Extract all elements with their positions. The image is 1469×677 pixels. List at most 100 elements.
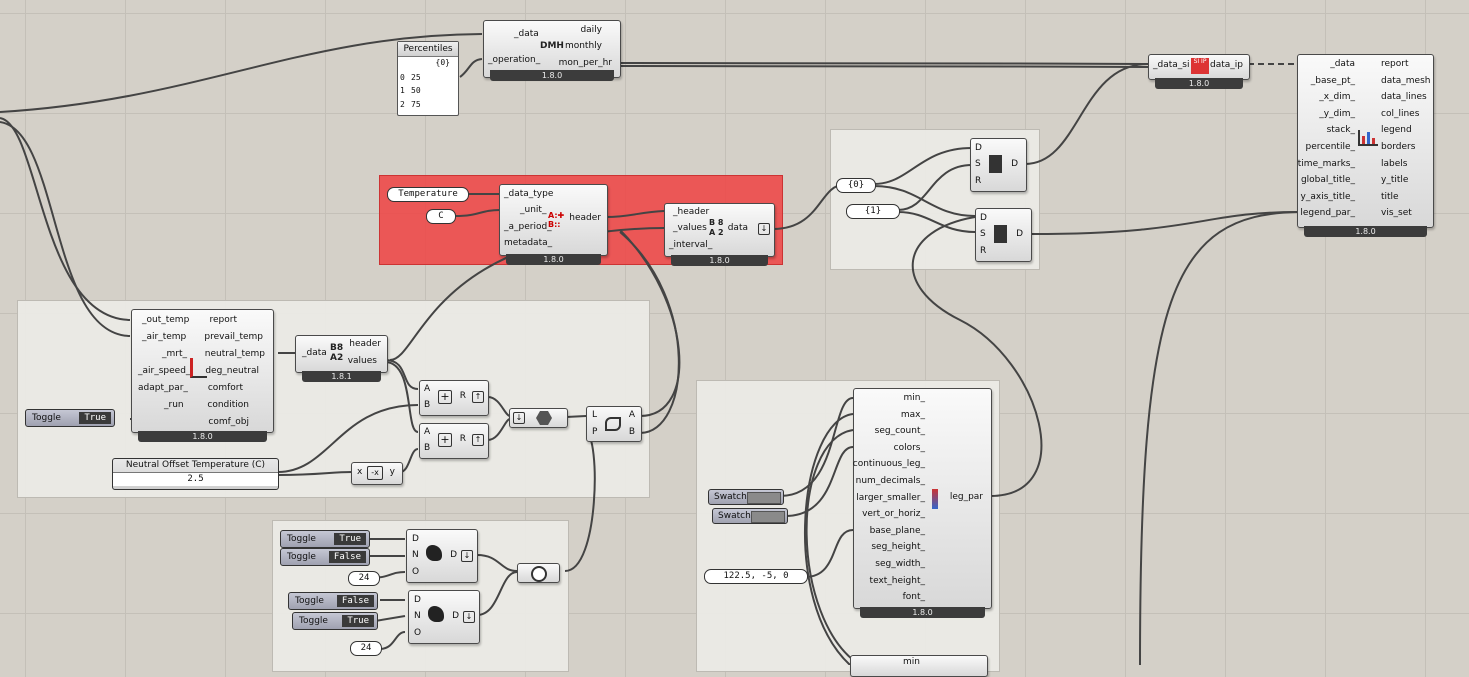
output-r[interactable]: R bbox=[459, 391, 466, 401]
output-d[interactable]: D bbox=[1011, 159, 1018, 169]
input-data[interactable]: _data bbox=[302, 348, 327, 358]
toggle-2[interactable]: Toggle False bbox=[280, 548, 370, 566]
output-report[interactable]: report bbox=[209, 315, 238, 325]
input-pin[interactable]: vert_or_horiz_ bbox=[862, 509, 925, 520]
run-toggle[interactable]: Toggle True bbox=[25, 409, 115, 427]
unit-param[interactable]: C bbox=[426, 209, 456, 224]
input-d[interactable]: D bbox=[414, 595, 421, 605]
output-comfort[interactable]: comfort bbox=[207, 383, 243, 393]
slider-value[interactable]: 2.5 bbox=[113, 473, 278, 486]
input-l[interactable]: L bbox=[592, 410, 598, 420]
input-b[interactable]: B bbox=[424, 443, 431, 453]
merge-component[interactable]: ↓ bbox=[509, 408, 568, 428]
monthly-chart-component[interactable]: 1.8.0 _data_base_pt__x_dim__y_dim_stack_… bbox=[1297, 54, 1434, 237]
input-header[interactable]: _header bbox=[673, 207, 710, 217]
input-pin[interactable]: y_axis_title_ bbox=[1300, 191, 1355, 202]
input-pin[interactable]: seg_width_ bbox=[875, 559, 925, 569]
toggle-1[interactable]: Toggle True bbox=[280, 530, 370, 548]
output-data-ip[interactable]: data_ip bbox=[1210, 60, 1243, 70]
output-pin[interactable]: borders bbox=[1381, 142, 1416, 152]
input-data[interactable]: _data bbox=[514, 29, 539, 39]
input-pin[interactable]: stack_ bbox=[1326, 125, 1355, 136]
output-leg-par[interactable]: leg_par bbox=[949, 492, 983, 502]
output-pin[interactable]: y_title bbox=[1381, 175, 1409, 186]
swatch-color[interactable] bbox=[751, 511, 785, 523]
negative-component[interactable]: x -x y bbox=[351, 462, 403, 485]
base-point-param[interactable]: 122.5, -5, 0 bbox=[704, 569, 808, 584]
output-neutral-temp[interactable]: neutral_temp bbox=[204, 349, 265, 359]
input-pin[interactable]: global_title_ bbox=[1300, 175, 1355, 186]
input-data-si[interactable]: _data_si bbox=[1153, 60, 1190, 70]
output-pin[interactable]: data_lines bbox=[1381, 92, 1427, 103]
input-a[interactable]: A bbox=[424, 427, 431, 437]
input-d[interactable]: D bbox=[980, 213, 987, 223]
toggle-3[interactable]: Toggle False bbox=[288, 592, 378, 610]
input-d[interactable]: D bbox=[975, 143, 982, 153]
addition-2-component[interactable]: A B + R ↑ bbox=[419, 423, 489, 459]
list-item-1-component[interactable]: D S R D bbox=[970, 138, 1027, 192]
input-pin[interactable]: legend_par_ bbox=[1300, 208, 1355, 219]
input-pin[interactable]: font_ bbox=[902, 592, 925, 603]
output-pin[interactable]: title bbox=[1381, 191, 1399, 202]
toggle-value[interactable]: True bbox=[342, 615, 374, 627]
weave-component[interactable]: L P A B bbox=[586, 406, 642, 442]
output-values[interactable]: values bbox=[347, 356, 377, 366]
color-swatch-2[interactable]: Swatch bbox=[712, 508, 788, 524]
swatch-color[interactable] bbox=[747, 492, 781, 504]
number-param-24[interactable]: 24 bbox=[348, 571, 380, 586]
output-header[interactable]: header bbox=[569, 213, 601, 223]
input-o[interactable]: O bbox=[412, 567, 420, 577]
input-pin[interactable]: seg_height_ bbox=[871, 542, 925, 553]
construct-data-component[interactable]: _header _values _interval_ B 8 A 2 data … bbox=[664, 203, 775, 266]
input-operation[interactable]: _operation_ bbox=[488, 55, 541, 65]
input-s[interactable]: S bbox=[980, 229, 986, 239]
si-to-ip-component[interactable]: _data_si SI IP data_ip 1.8.0 bbox=[1148, 54, 1250, 89]
input-pin[interactable]: percentile_ bbox=[1305, 142, 1355, 152]
color-swatch-1[interactable]: Swatch bbox=[708, 489, 784, 505]
input-min[interactable]: min bbox=[903, 657, 920, 667]
input-interval[interactable]: _interval_ bbox=[669, 240, 713, 250]
construct-header-component[interactable]: _data_type _unit_ _a_period_ metadata_ A… bbox=[499, 184, 608, 265]
input-pin[interactable]: min_ bbox=[903, 393, 925, 403]
input-a-period[interactable]: _a_period_ bbox=[504, 222, 552, 232]
input-out-temp[interactable]: _out_temp bbox=[142, 315, 190, 325]
output-b[interactable]: B bbox=[628, 427, 635, 437]
output-d[interactable]: D bbox=[452, 611, 459, 621]
input-r[interactable]: R bbox=[980, 246, 987, 256]
adaptive-comfort-component[interactable]: _out_temp _air_temp _mrt_ _air_speed_ ad… bbox=[131, 309, 274, 442]
input-o[interactable]: O bbox=[414, 628, 422, 638]
series-1-component[interactable]: D N O D ↓ bbox=[406, 529, 478, 583]
output-mon-per-hr[interactable]: mon_per_hr bbox=[558, 58, 612, 68]
toggle-4[interactable]: Toggle True bbox=[292, 612, 378, 630]
input-values[interactable]: _values bbox=[673, 223, 707, 233]
input-pin[interactable]: time_marks_ bbox=[1297, 158, 1355, 169]
input-data-type[interactable]: _data_type bbox=[504, 189, 554, 199]
input-r[interactable]: R bbox=[975, 176, 982, 186]
output-r[interactable]: R bbox=[459, 434, 466, 444]
output-pin[interactable]: data_mesh bbox=[1381, 75, 1431, 86]
input-b[interactable]: B bbox=[424, 400, 431, 410]
temperature-param[interactable]: Temperature bbox=[387, 187, 469, 202]
legend-parameters-component[interactable]: leg_par 1.8.0 min_max_seg_count_colors_c… bbox=[853, 388, 992, 618]
input-n[interactable]: N bbox=[414, 611, 421, 621]
output-deg-neutral[interactable]: deg_neutral bbox=[205, 366, 259, 376]
output-pin[interactable]: report bbox=[1381, 59, 1409, 69]
input-pin[interactable]: colors_ bbox=[893, 442, 925, 453]
input-d[interactable]: D bbox=[412, 534, 419, 544]
output-d[interactable]: D bbox=[1016, 229, 1023, 239]
list-item-2-component[interactable]: D S R D bbox=[975, 208, 1032, 262]
input-metadata[interactable]: metadata_ bbox=[504, 238, 553, 248]
input-p[interactable]: P bbox=[592, 427, 598, 437]
input-mrt[interactable]: _mrt_ bbox=[162, 349, 187, 359]
percentiles-panel[interactable]: Percentiles {0} 0 25 1 50 2 75 bbox=[397, 41, 459, 116]
input-pin[interactable]: _base_pt_ bbox=[1310, 75, 1355, 86]
input-pin[interactable]: seg_count_ bbox=[874, 426, 925, 437]
output-pin[interactable]: labels bbox=[1381, 158, 1408, 169]
output-header[interactable]: header bbox=[349, 339, 381, 349]
toggle-value[interactable]: True bbox=[334, 533, 366, 545]
toggle-value[interactable]: False bbox=[328, 551, 366, 563]
neutral-offset-slider[interactable]: Neutral Offset Temperature (C) 2.5 bbox=[112, 458, 279, 490]
input-x[interactable]: x bbox=[357, 467, 363, 477]
output-pin[interactable]: col_lines bbox=[1381, 108, 1420, 119]
input-pin[interactable]: base_plane_ bbox=[869, 525, 925, 536]
